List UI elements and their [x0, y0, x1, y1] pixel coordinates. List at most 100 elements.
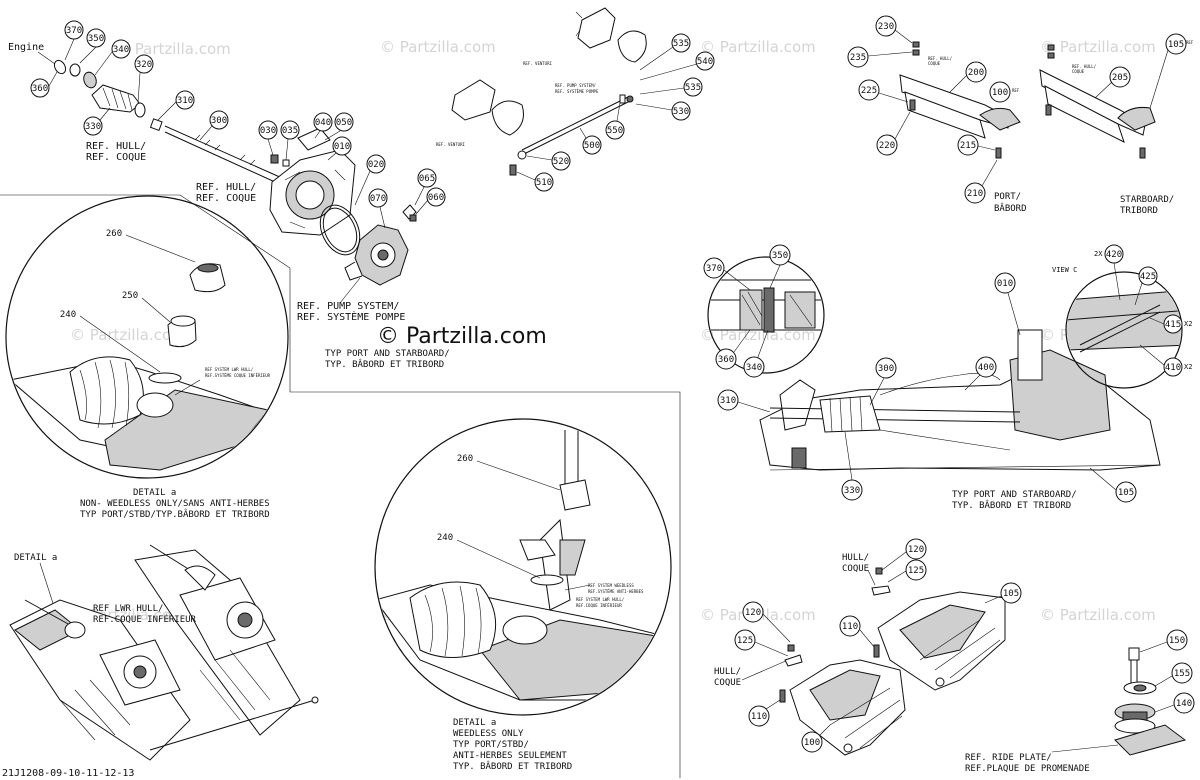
svg-text:100: 100 [992, 88, 1008, 98]
callout-210: 210 [964, 182, 986, 204]
detail-note: TYP PORT/STBD/ [453, 740, 529, 750]
svg-text:235: 235 [850, 53, 866, 63]
callout-535: 535 [683, 77, 703, 97]
typ-port-label: TYP. BÂBORD ET TRIBORD [325, 358, 444, 370]
callout-230: 230 [875, 15, 897, 37]
callout-205: 205 [1109, 66, 1131, 88]
detail-note: NON- WEEDLESS ONLY/SANS ANTI-HERBES [80, 499, 270, 509]
callout-370: 370 [703, 257, 725, 279]
callout-120: 120 [905, 538, 927, 560]
starboard-label: STARBOARD/ [1120, 195, 1174, 205]
svg-text:220: 220 [879, 141, 895, 151]
callout-320: 320 [134, 54, 154, 74]
svg-text:110: 110 [842, 622, 858, 632]
callout-500: 500 [582, 135, 602, 155]
callout-235: 235 [847, 46, 869, 68]
callout-050: 050 [334, 112, 354, 132]
callout-370: 370 [64, 20, 84, 40]
callout-410: 410 [1163, 357, 1183, 377]
svg-text:250: 250 [122, 291, 138, 301]
callout-420: 420 [1104, 244, 1124, 264]
callout-510: 510 [534, 172, 554, 192]
drawing-id: 21J1208-09-10-11-12-13 [2, 768, 134, 779]
drive-shaft-assembly: Engine 370 350 340 360 320 310 330 300 R… [8, 20, 301, 193]
view-c-label: VIEW C [1052, 266, 1077, 274]
svg-text:310: 310 [720, 396, 736, 406]
callout-070: 070 [368, 188, 388, 208]
svg-text:510: 510 [536, 178, 552, 188]
ref-coque-label: COQUE [1072, 69, 1085, 74]
callout-110: 110 [839, 615, 861, 637]
detail-circle-non-weedless: 260 250 240 REF SYSTEM LWR HULL/ REF.SYS… [5, 195, 289, 479]
hull-coque-label: COQUE [714, 678, 741, 688]
svg-text:350: 350 [772, 251, 788, 261]
ref-system-label: REF.COQUE INFÉRIEUR [576, 603, 622, 608]
view-c-detail: VIEW C 2X 420 425 415 X2 410 X2 [1052, 244, 1192, 389]
engine-label: Engine [8, 42, 44, 53]
typ-port-label: TYP PORT AND STARBOARD/ [325, 349, 450, 359]
hull-coque-label: HULL/ [714, 667, 741, 677]
ref-venturi-label: REF. VENTURI [436, 142, 465, 147]
svg-text:360: 360 [718, 355, 734, 365]
svg-text:540: 540 [697, 57, 713, 67]
callout-200: 200 [965, 61, 987, 83]
ref-coque-label: COQUE [928, 61, 941, 66]
callout-520: 520 [551, 151, 571, 171]
callout-155: 155 [1171, 662, 1193, 684]
callout-010: 010 [332, 136, 352, 156]
multiplier: 2X [1094, 250, 1103, 258]
callout-400: 400 [975, 356, 997, 378]
port-label: BÂBORD [994, 202, 1027, 214]
svg-text:410: 410 [1165, 363, 1181, 373]
svg-text:420: 420 [1106, 250, 1122, 260]
svg-text:050: 050 [336, 118, 352, 128]
callout-220: 220 [876, 134, 898, 156]
callout-350: 350 [86, 28, 106, 48]
ref-ride-plate-label: REF. RIDE PLATE/ [965, 753, 1052, 763]
svg-text:140: 140 [1176, 699, 1192, 709]
hull-coque-label: COQUE [842, 564, 869, 574]
ref-hull-label: REF. HULL/ [86, 141, 146, 152]
svg-text:415: 415 [1165, 320, 1181, 330]
svg-text:535: 535 [673, 39, 689, 49]
callout-100: 100 [801, 731, 823, 753]
callout-530: 530 [671, 101, 691, 121]
svg-text:105: 105 [1168, 40, 1184, 50]
ref-lwr-hull-label: REF LWR HULL/ [93, 604, 163, 614]
starboard-label: TRIBORD [1120, 206, 1158, 216]
callout-330: 330 [83, 116, 103, 136]
assembled-section-view: 370 350 360 340 310 300 400 010 330 105 … [703, 244, 1161, 511]
svg-text:260: 260 [106, 229, 122, 239]
svg-text:240: 240 [437, 533, 453, 543]
detail-a-label: DETAIL a [14, 553, 57, 563]
callout-125: 125 [734, 629, 756, 651]
brand-watermark: © Partzilla.com [377, 324, 547, 349]
detail-note: ANTI-HERBES SEULEMENT [453, 751, 567, 761]
watermark: © Partzilla.com [1040, 606, 1156, 624]
typ-port-label: TYP. BÂBORD ET TRIBORD [952, 499, 1071, 511]
svg-text:155: 155 [1174, 669, 1190, 679]
svg-text:120: 120 [745, 608, 761, 618]
port-bracket-assembly: REF. HULL/ COQUE REF 230 235 200 225 100… [847, 15, 1027, 214]
ref-coque-label: REF. COQUE [196, 193, 256, 204]
detail-note: TYP PORT/STBD/TYP.BÂBORD ET TRIBORD [80, 508, 270, 520]
port-label: PORT/ [994, 192, 1021, 202]
detail-a-label: DETAIL a [453, 718, 496, 728]
ref-system-label: REF.SYSTÈME ANTI-HERBES [588, 589, 644, 594]
ref-hull-label: REF. HULL/ [196, 182, 256, 193]
callout-225: 225 [858, 79, 880, 101]
hull-coque-label: HULL/ [842, 553, 869, 563]
svg-text:125: 125 [737, 636, 753, 646]
svg-text:530: 530 [673, 107, 689, 117]
multiplier: X2 [1184, 363, 1192, 371]
callout-260: 260 [106, 229, 122, 239]
svg-text:500: 500 [584, 141, 600, 151]
callout-550: 550 [605, 120, 625, 140]
svg-text:320: 320 [136, 60, 152, 70]
ref-hull-label: REF. HULL/ [928, 56, 953, 61]
ref-system-label: REF SYSTEM LWR HULL/ [205, 367, 254, 372]
callout-120: 120 [742, 601, 764, 623]
callout-260: 260 [457, 454, 473, 464]
callout-350: 350 [769, 244, 791, 266]
ref-ride-plate-label: REF.PLAQUE DE PROMENADE [965, 764, 1090, 774]
